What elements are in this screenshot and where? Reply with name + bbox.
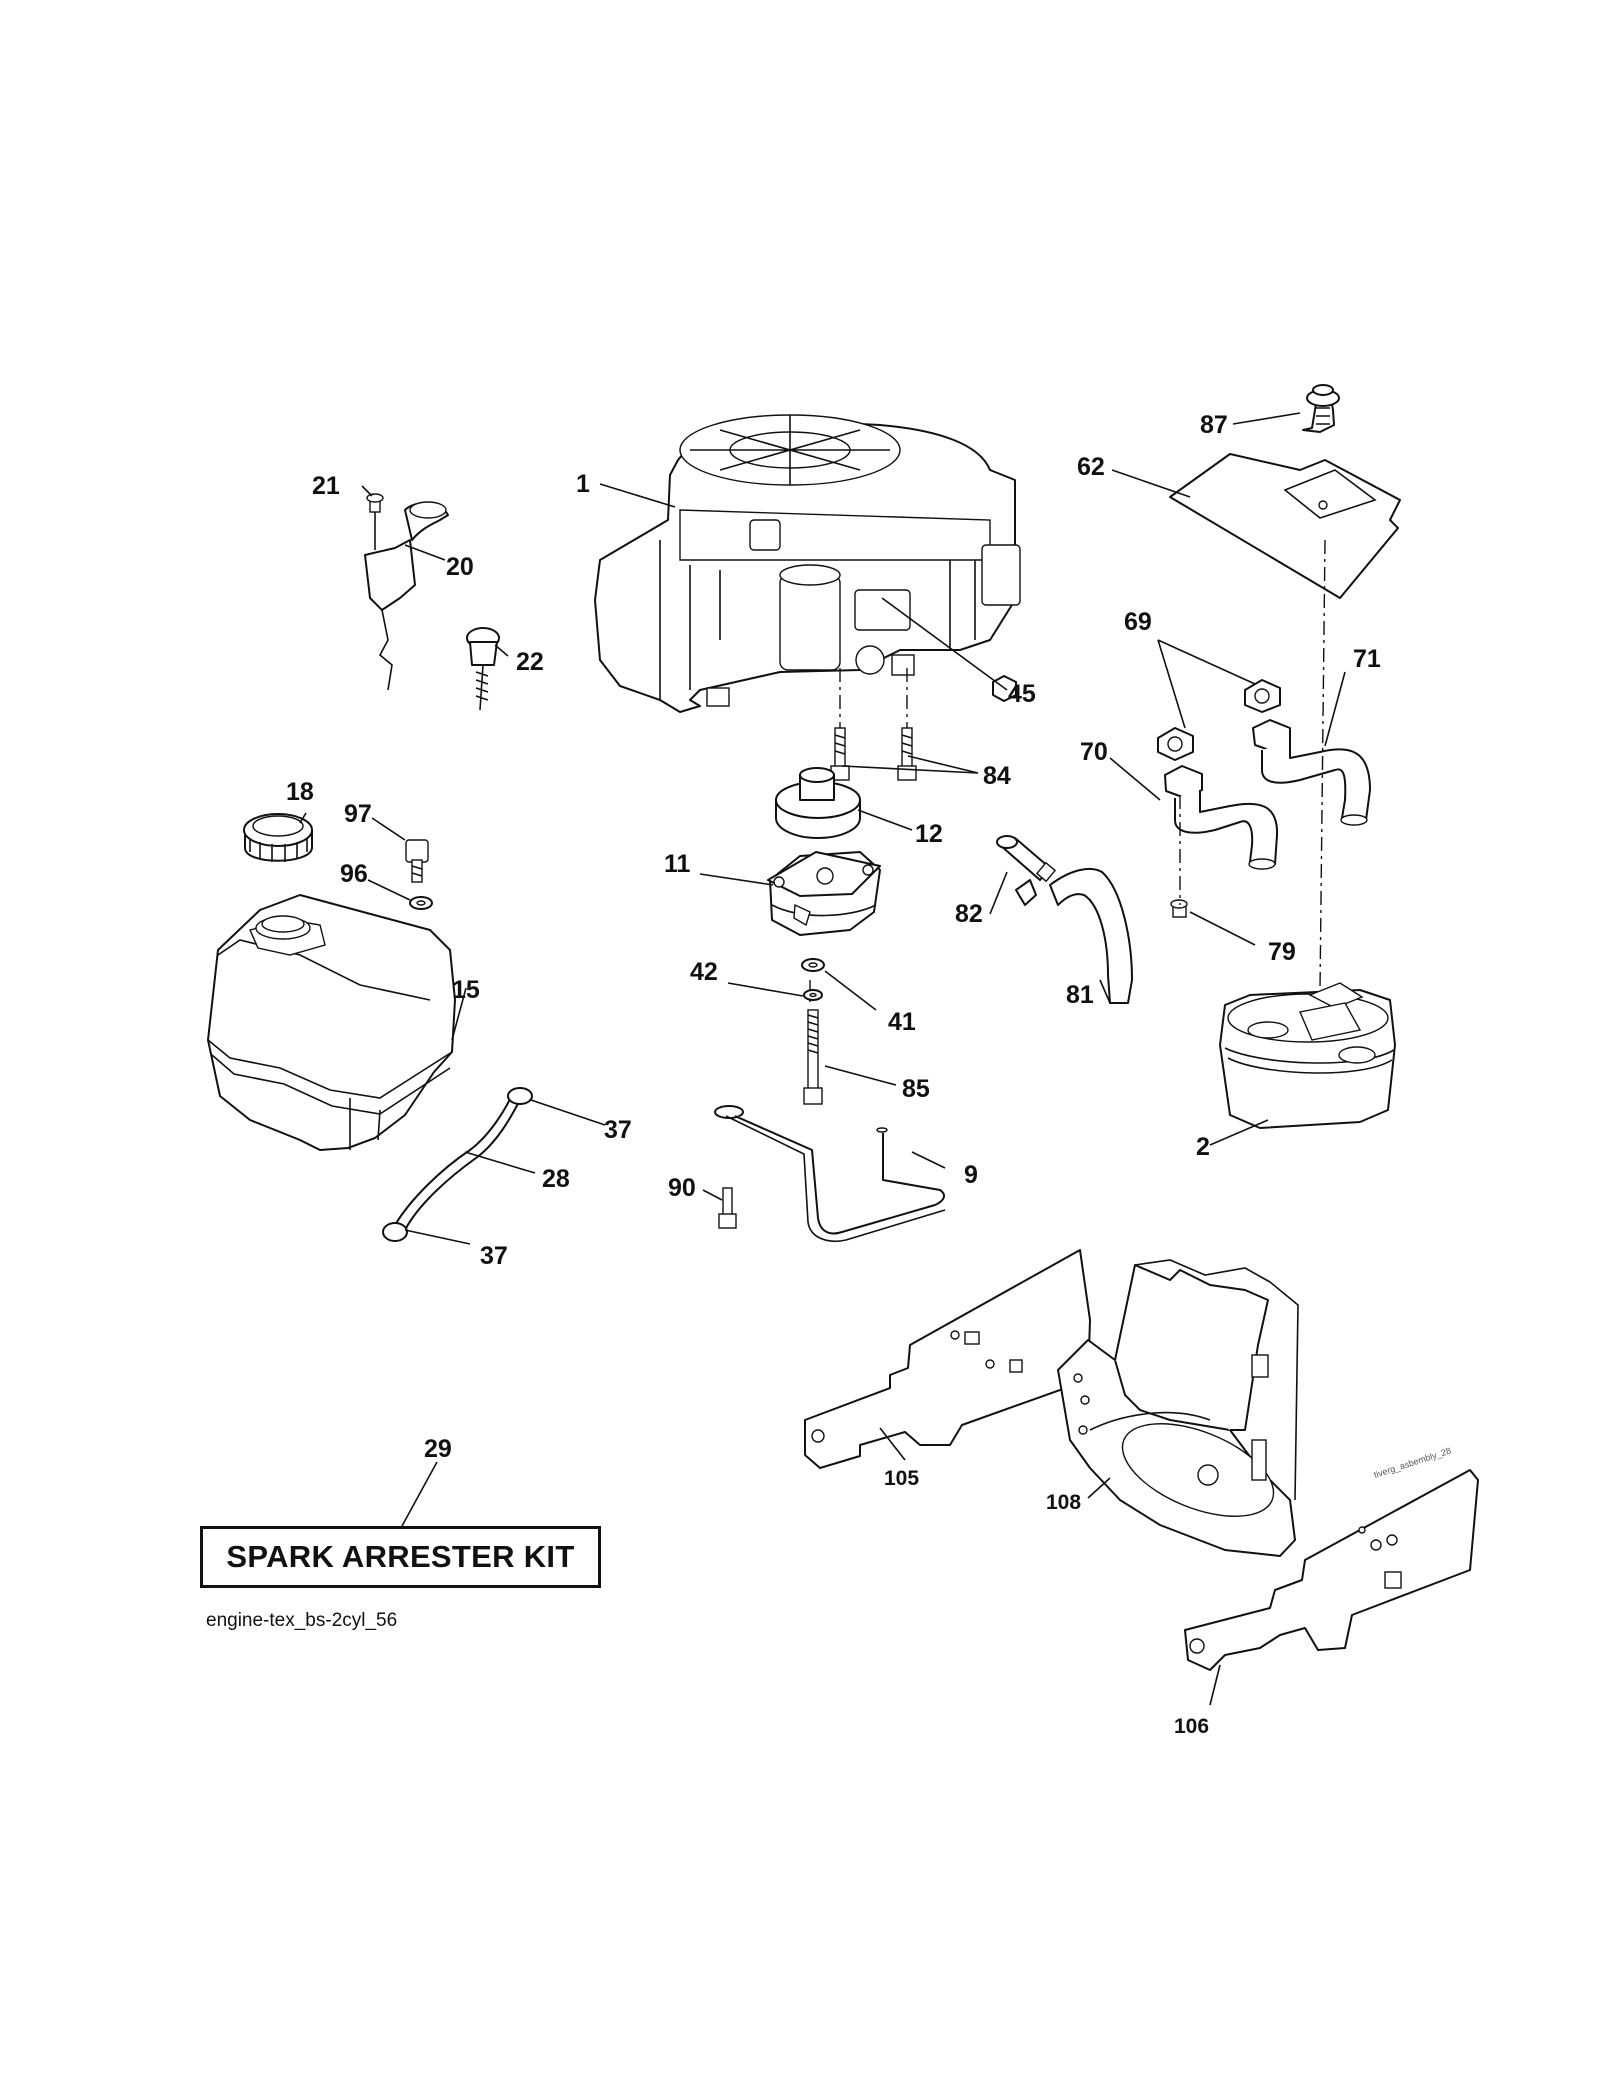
callout-96: 96: [340, 860, 368, 888]
callout-62: 62: [1077, 453, 1105, 481]
callout-82: 82: [955, 900, 983, 928]
callout-1: 1: [576, 470, 590, 498]
callout-41: 41: [888, 1008, 916, 1036]
clutch-part[interactable]: [767, 851, 881, 936]
bracket-105-part[interactable]: [804, 1249, 1091, 1469]
callout-84: 84: [983, 762, 1011, 790]
bolt-85-part[interactable]: [803, 1009, 823, 1105]
tank-cap-part[interactable]: [243, 813, 313, 862]
watermark-text: tiverg_asbembly_28: [1373, 1445, 1453, 1479]
washer-41-part[interactable]: [801, 958, 825, 972]
figure-id: engine-tex_bs-2cyl_56: [206, 1610, 398, 1631]
washer-96-part[interactable]: [409, 896, 433, 910]
callout-9: 9: [964, 1161, 978, 1189]
muffler-part[interactable]: [1219, 982, 1396, 1129]
fuel-hose-part[interactable]: [1049, 867, 1133, 1004]
callout-81: 81: [1066, 981, 1094, 1009]
engine-part[interactable]: [594, 414, 1021, 713]
callout-105: 105: [884, 1467, 919, 1490]
callout-45: 45: [1008, 680, 1036, 708]
callout-87: 87: [1200, 411, 1228, 439]
callout-29: 29: [424, 1435, 452, 1463]
screw-79-part[interactable]: [1170, 899, 1188, 918]
callout-2: 2: [1196, 1133, 1210, 1161]
callout-labels: 1 21 20 22 87 62 69 71 70 45 84 12 11 82…: [286, 411, 1381, 1738]
callout-37-upper: 37: [604, 1116, 632, 1144]
hose-clamp-lower-part[interactable]: [382, 1222, 408, 1242]
bracket-106-part[interactable]: [1184, 1469, 1479, 1671]
callout-15: 15: [452, 976, 480, 1004]
callout-108: 108: [1046, 1491, 1081, 1514]
callout-106: 106: [1174, 1715, 1209, 1738]
knob-part[interactable]: [1302, 384, 1340, 433]
rod-part[interactable]: [714, 1105, 946, 1242]
callout-97: 97: [344, 800, 372, 828]
callout-90: 90: [668, 1174, 696, 1202]
fuel-filter-part[interactable]: [996, 835, 1057, 906]
bolt-84-right-part[interactable]: [897, 727, 917, 781]
fuel-tank-part[interactable]: [207, 894, 456, 1151]
callout-22: 22: [516, 648, 544, 676]
callout-18: 18: [286, 778, 314, 806]
screw-90-part[interactable]: [718, 1187, 737, 1229]
spark-arrester-kit-label: SPARK ARRESTER KIT: [226, 1539, 575, 1574]
callout-71: 71: [1353, 645, 1381, 673]
callout-42: 42: [690, 958, 718, 986]
washer-42-part[interactable]: [803, 989, 823, 1001]
callout-21: 21: [312, 472, 340, 500]
callout-20: 20: [446, 553, 474, 581]
callout-11: 11: [664, 850, 691, 878]
throttle-control-part[interactable]: [364, 501, 449, 691]
spark-arrester-kit-box: SPARK ARRESTER KIT: [200, 1526, 601, 1588]
callout-70: 70: [1080, 738, 1108, 766]
exhaust-pipe-left-part[interactable]: [1164, 765, 1279, 870]
plug-22-part[interactable]: [466, 627, 500, 711]
leader-lines: [299, 412, 1346, 1706]
screw-21-part[interactable]: [366, 493, 384, 550]
pulley-part[interactable]: [775, 767, 861, 839]
heat-shield-part[interactable]: [1169, 453, 1401, 599]
exhaust-pipe-right-part[interactable]: [1252, 719, 1371, 826]
gasket-part[interactable]: [1157, 679, 1281, 761]
callout-37-lower: 37: [480, 1242, 508, 1270]
baffle-108-part[interactable]: [1057, 1259, 1299, 1557]
callout-28: 28: [542, 1165, 570, 1193]
callout-79: 79: [1268, 938, 1296, 966]
callout-12: 12: [915, 820, 943, 848]
callout-85: 85: [902, 1075, 930, 1103]
hose-clamp-upper-part[interactable]: [507, 1087, 533, 1105]
screw-97-part[interactable]: [405, 839, 429, 883]
callout-69: 69: [1124, 608, 1152, 636]
